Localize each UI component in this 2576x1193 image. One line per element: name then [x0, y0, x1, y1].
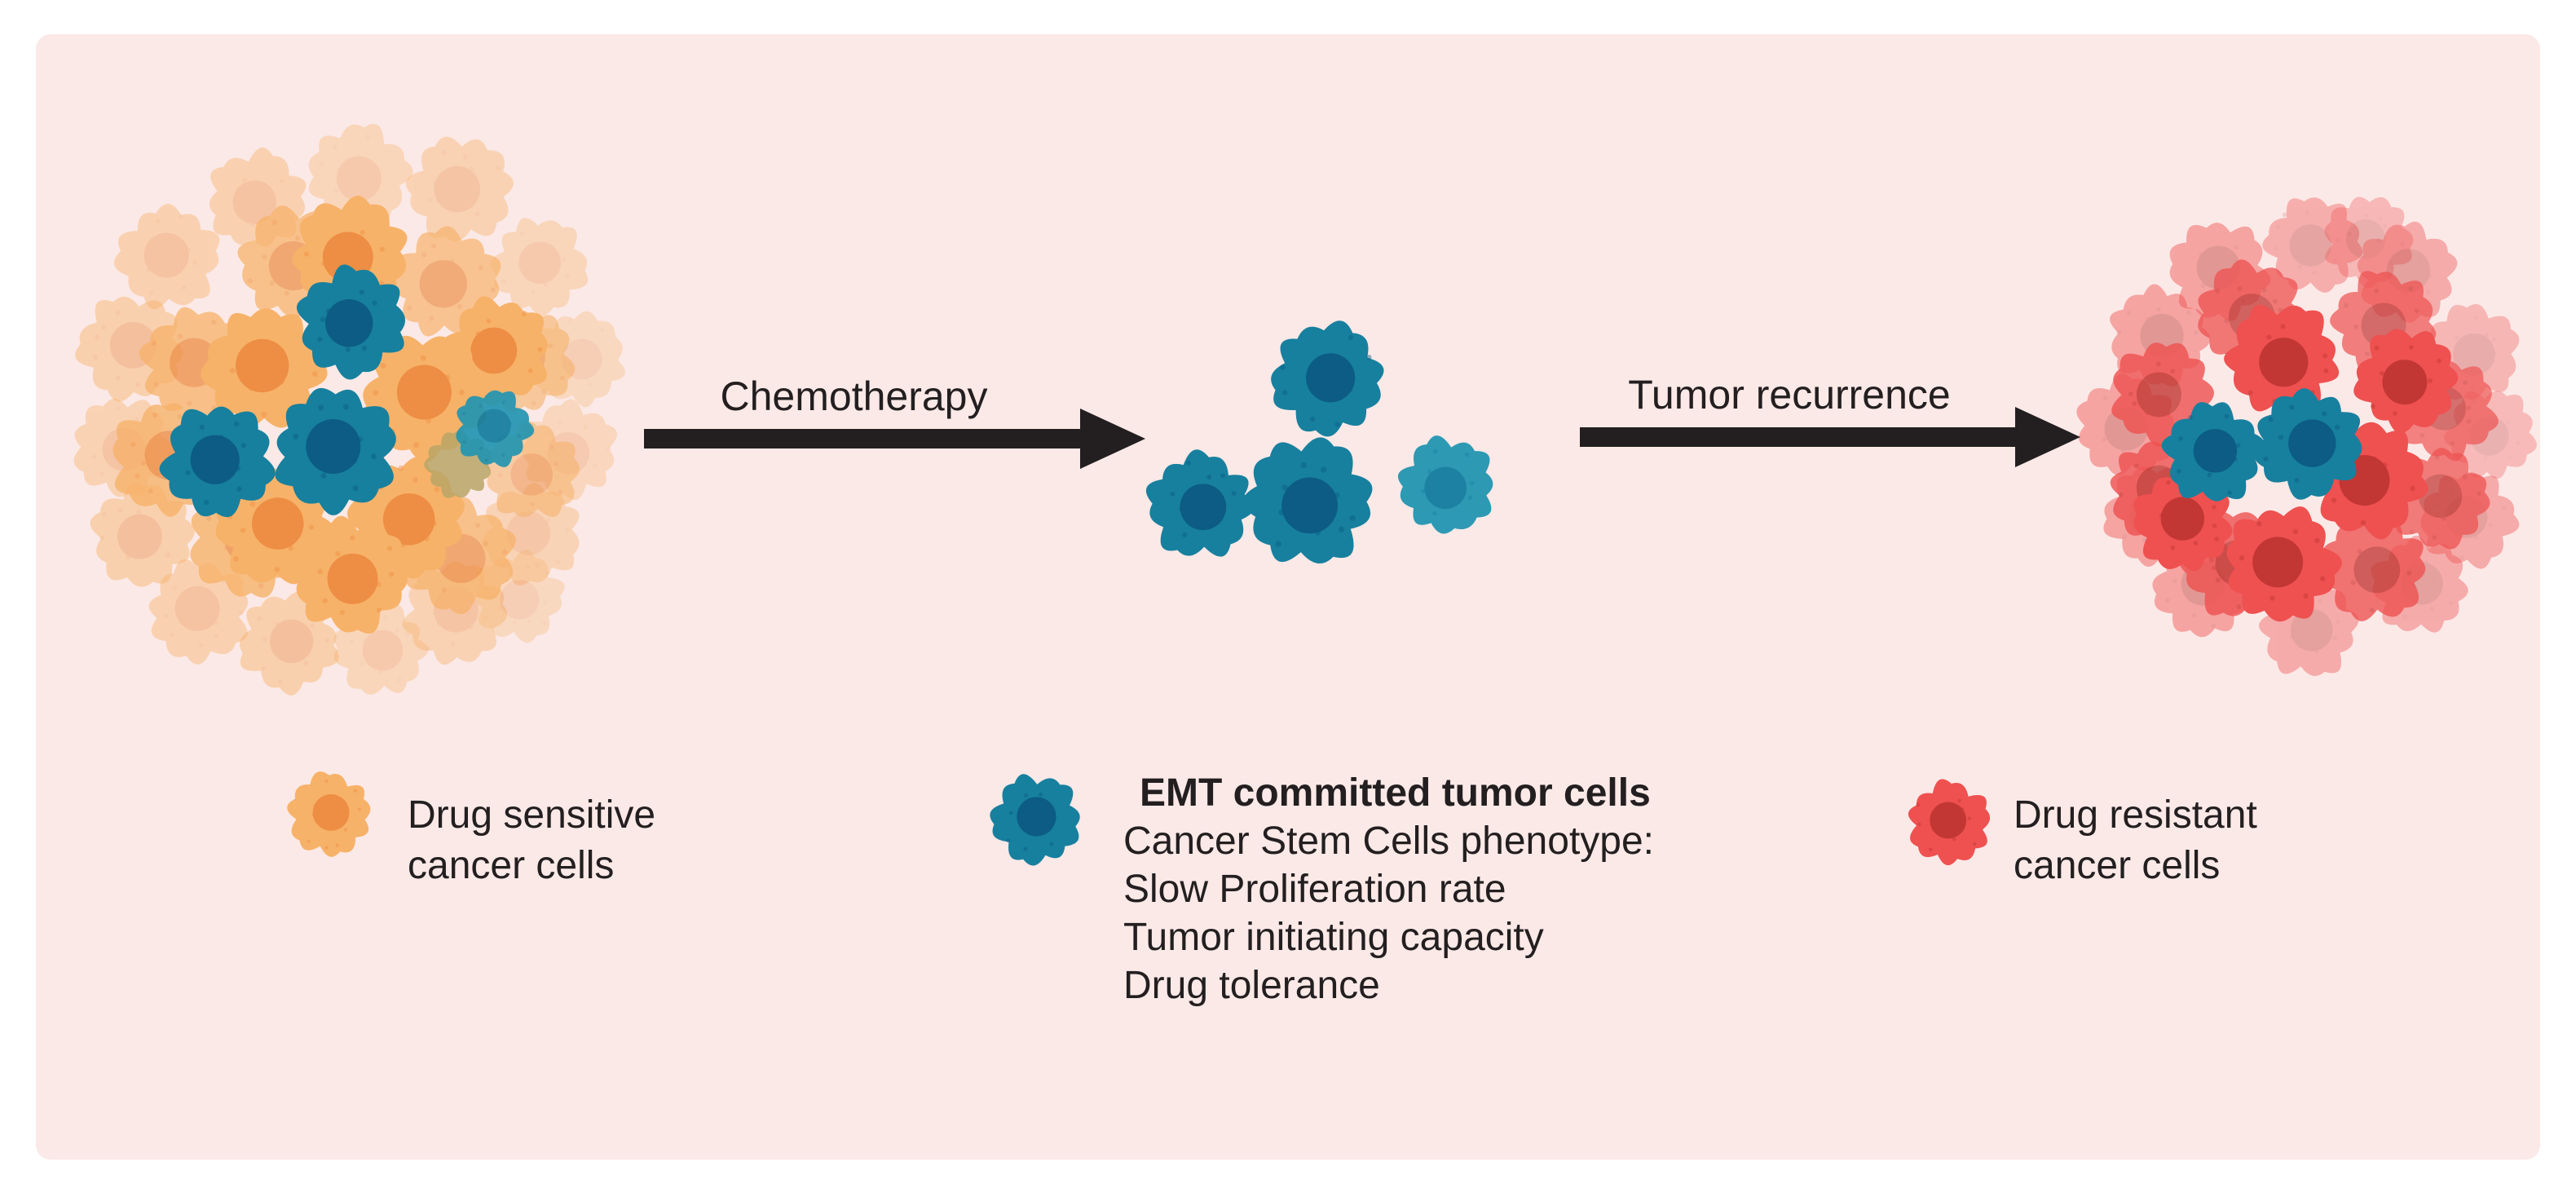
- tumor-cell: [292, 515, 408, 634]
- legend-label-line: Cancer Stem Cells phenotype:: [1123, 820, 1654, 863]
- tumor-cell: [990, 774, 1080, 866]
- legend-label-line: cancer cells: [408, 844, 614, 887]
- tumor-cell: [159, 406, 276, 518]
- tumor-recurrence-step: Tumor recurrence: [1580, 372, 2080, 467]
- tumor-cell: [296, 264, 405, 380]
- legend-title: EMT committed tumor cells: [1140, 771, 1651, 815]
- drug-sensitive-cell-icon: [287, 771, 371, 857]
- canvas-background: [36, 34, 2540, 1160]
- emt-committed-cell-icon: [990, 774, 1080, 866]
- tumor-cell: [287, 771, 371, 857]
- legend: Drug sensitive cancer cells EMT committe…: [287, 771, 2257, 1007]
- tumor-recurrence-arrow-icon: [1580, 407, 2080, 467]
- tumor-cell: [2324, 197, 2414, 288]
- drug-resistant-tumor-cluster: [2076, 197, 2537, 676]
- tumor-cell: [1397, 435, 1493, 534]
- tumor-cell: [1271, 320, 1384, 437]
- tumor-cell: [1242, 437, 1373, 563]
- legend-label-line: Drug sensitive: [408, 793, 655, 837]
- tumor-cell: [114, 203, 220, 310]
- emt-surviving-cells-cluster: [1145, 320, 1493, 563]
- chemotherapy-arrow-icon: [644, 409, 1145, 469]
- tumor-cell: [275, 387, 396, 515]
- tumor-cell: [2224, 304, 2340, 414]
- legend-label-line: Drug tolerance: [1123, 964, 1380, 1007]
- tumor-cell: [491, 218, 589, 316]
- legend-label-line: Drug resistant: [2014, 793, 2257, 837]
- tumor-cell: [148, 559, 249, 665]
- drug-sensitive-tumor-cluster: [73, 124, 625, 696]
- tumor-cell: [1145, 449, 1255, 557]
- tumor-cell: [2353, 329, 2459, 434]
- tumor-cell: [292, 196, 408, 310]
- legend-label-line: Tumor initiating capacity: [1123, 916, 1544, 959]
- tumor-cell: [201, 308, 328, 428]
- tumor-cell: [2262, 197, 2363, 293]
- tumor-cell: [405, 136, 514, 242]
- tumor-cell: [2161, 402, 2265, 502]
- legend-item-drug-sensitive: Drug sensitive cancer cells: [287, 771, 655, 887]
- legend-item-emt-committed: EMT committed tumor cells Cancer Stem Ce…: [990, 771, 1654, 1007]
- legend-label-line: cancer cells: [2014, 844, 2220, 887]
- legend-label-line: Slow Proliferation rate: [1123, 868, 1506, 911]
- legend-item-drug-resistant: Drug resistant cancer cells: [1908, 779, 2257, 887]
- chemotherapy-step: Chemotherapy: [644, 373, 1145, 469]
- drug-resistant-cell-icon: [1908, 779, 1990, 865]
- tumor-cell: [2226, 506, 2342, 622]
- tumor-cell: [2253, 388, 2362, 500]
- chemotherapy-label: Chemotherapy: [721, 373, 988, 419]
- tumor-cell: [456, 390, 535, 467]
- tumor-cell: [308, 124, 413, 227]
- tumor-cell: [1908, 779, 1990, 865]
- tumor-cell: [2321, 513, 2426, 621]
- tumor-recurrence-label: Tumor recurrence: [1628, 372, 1950, 418]
